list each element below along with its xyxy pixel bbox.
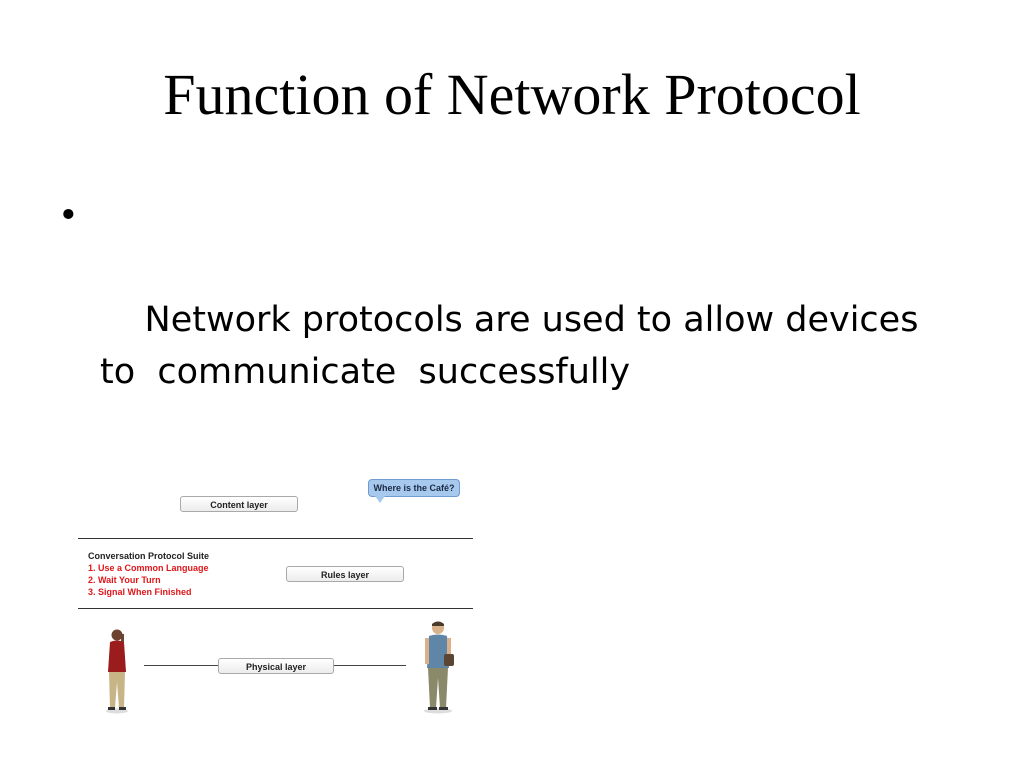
- right-person-figure: [424, 621, 454, 714]
- content-layer-box: Content layer: [180, 496, 298, 512]
- left-person-figure: [106, 629, 128, 714]
- protocol-suite: Conversation Protocol Suite 1. Use a Com…: [88, 550, 209, 598]
- physical-layer-box: Physical layer: [218, 658, 334, 674]
- slide-title: Function of Network Protocol: [163, 62, 861, 127]
- suite-rule-3: 3. Signal When Finished: [88, 587, 192, 597]
- suite-rule-1: 1. Use a Common Language: [88, 563, 209, 573]
- bullet-marker: •: [58, 196, 79, 236]
- protocol-diagram: Where is the Café? Content layer Convers…: [78, 474, 478, 714]
- suite-rule-2: 2. Wait Your Turn: [88, 575, 161, 585]
- physical-link-right: [334, 665, 406, 666]
- speech-bubble-tail: [375, 496, 385, 503]
- suite-title: Conversation Protocol Suite: [88, 551, 210, 561]
- bullet-item: • Network protocols are used to allow de…: [58, 190, 958, 450]
- bullet-text: Network protocols are used to allow devi…: [100, 300, 930, 392]
- bottom-separator: [78, 608, 473, 609]
- top-separator: [78, 538, 473, 539]
- physical-link-left: [144, 665, 218, 666]
- speech-bubble: Where is the Café?: [368, 479, 460, 497]
- rules-layer-box: Rules layer: [286, 566, 404, 582]
- bullet-list: • Network protocols are used to allow de…: [58, 190, 958, 450]
